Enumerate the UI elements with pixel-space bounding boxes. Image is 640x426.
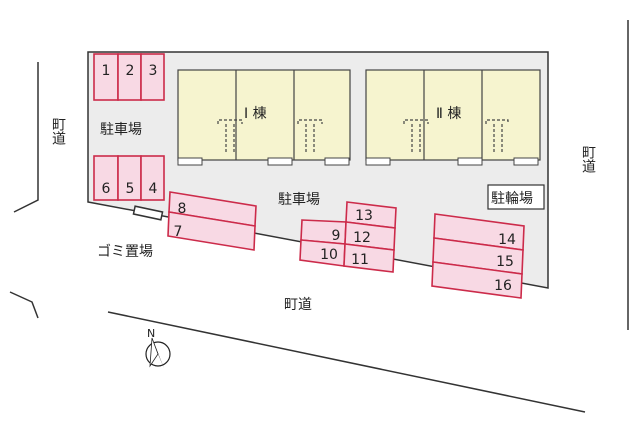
space-6: 6 — [102, 181, 111, 197]
bicycle-label: 駐輪場 — [491, 190, 533, 207]
north-label: N — [147, 327, 155, 340]
garbage-area — [132, 205, 164, 221]
parking-group-14-16 — [431, 213, 525, 299]
road-label-right: 町道 — [580, 145, 596, 174]
road-label-left: 町道 — [50, 117, 66, 146]
space-10: 10 — [320, 247, 338, 263]
space-16: 16 — [494, 278, 512, 294]
space-14: 14 — [498, 232, 516, 248]
parking-group-1-3 — [93, 53, 165, 101]
garbage-label: ゴミ置場 — [97, 243, 153, 260]
space-4: 4 — [149, 181, 158, 197]
space-3: 3 — [149, 63, 158, 79]
building-1-label: Ⅰ 棟 — [244, 106, 267, 122]
building-2-label: Ⅱ 棟 — [436, 106, 461, 122]
north-arrow-icon: N — [145, 327, 171, 368]
building-2 — [365, 69, 541, 166]
space-1: 1 — [102, 63, 111, 79]
space-11: 11 — [351, 252, 369, 268]
parking-group-4-6 — [93, 155, 165, 201]
space-9: 9 — [332, 228, 341, 244]
parking-group-9-13 — [299, 201, 397, 273]
parking-label-left: 駐車場 — [100, 121, 142, 138]
building-1 — [177, 69, 351, 166]
parking-label-center: 駐車場 — [278, 191, 320, 208]
bicycle-parking — [487, 184, 545, 210]
space-8: 8 — [178, 201, 187, 217]
space-13: 13 — [355, 208, 373, 224]
space-15: 15 — [496, 254, 514, 270]
road-edges — [9, 20, 629, 413]
space-7: 7 — [174, 224, 183, 240]
road-label-bottom: 町道 — [284, 297, 312, 313]
space-5: 5 — [126, 181, 135, 197]
space-12: 12 — [353, 230, 371, 246]
parking-group-7-8 — [167, 191, 257, 251]
space-2: 2 — [126, 63, 135, 79]
